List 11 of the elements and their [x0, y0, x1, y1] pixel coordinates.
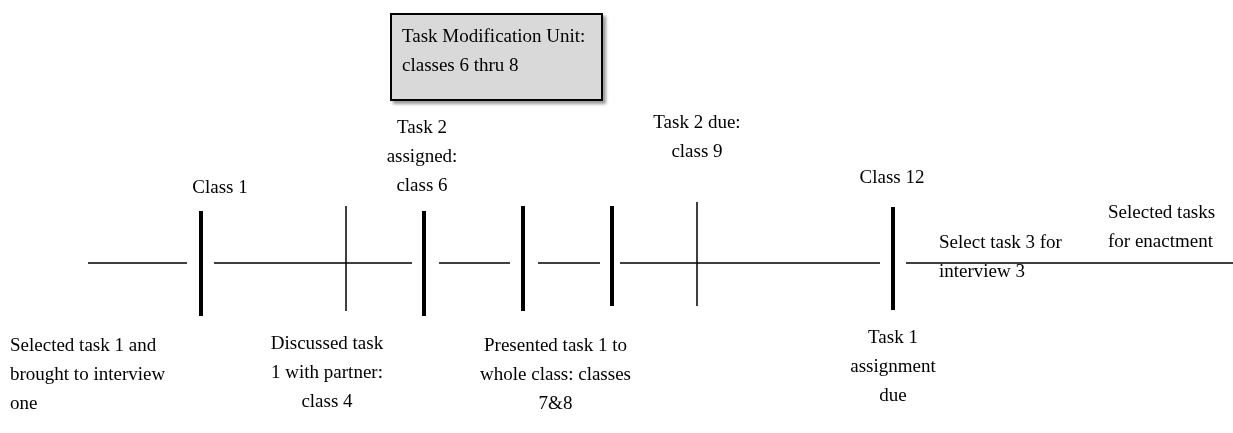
class-label: Class 12: [858, 165, 926, 189]
class-label: Class 1: [191, 175, 249, 199]
event-label: Presented task 1 to whole class: classes 7&8: [479, 333, 632, 415]
event-label: Select task 3 for interview 3: [939, 230, 1063, 283]
unit-box: Task Modification Unit: classes 6 thru 8: [390, 13, 603, 101]
event-label: Task 2 assigned: class 6: [385, 115, 459, 197]
event-label: Selected tasks for enactment: [1108, 200, 1217, 253]
event-label: Discussed task 1 with partner: class 4: [269, 331, 385, 413]
event-label: Task 1 assignment due: [849, 325, 937, 407]
event-label: Selected task 1 and brought to interview one: [10, 333, 167, 415]
event-label: Task 2 due: class 9: [652, 110, 742, 163]
